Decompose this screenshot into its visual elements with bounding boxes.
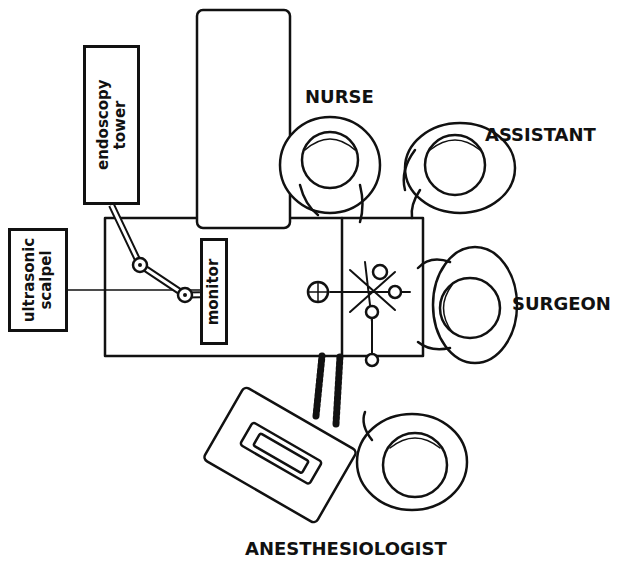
equipment-box: monitor (200, 238, 228, 345)
role-label: ANESTHESIOLOGIST (245, 538, 447, 559)
nurse-figure (280, 117, 380, 222)
equipment-label: ultrasonic scalpel (21, 234, 56, 326)
table-joint (341, 218, 344, 356)
joint-pin (138, 263, 142, 267)
joint-pin (183, 293, 187, 297)
surgeon-figure (418, 247, 517, 363)
arm-joint (133, 258, 147, 272)
equipment-label: monitor (205, 244, 222, 339)
equipment-label: endoscopy tower (94, 80, 129, 170)
breathing-tubes (316, 356, 340, 424)
instrument-table (197, 10, 290, 228)
arm-outline (112, 205, 201, 295)
operating-table (105, 218, 423, 356)
role-label: SURGEON (512, 293, 611, 314)
arm-fill (112, 205, 201, 295)
anesthesia-machine (203, 386, 358, 524)
role-label: NURSE (305, 86, 374, 107)
arm-joint (178, 288, 192, 302)
anesthesiologist-figure (357, 412, 467, 510)
equipment-box: ultrasonic scalpel (8, 228, 68, 332)
patient (308, 262, 410, 366)
equipment-box: endoscopy tower (83, 45, 140, 205)
role-label: ASSISTANT (485, 124, 596, 145)
articulated-arm (105, 188, 201, 302)
